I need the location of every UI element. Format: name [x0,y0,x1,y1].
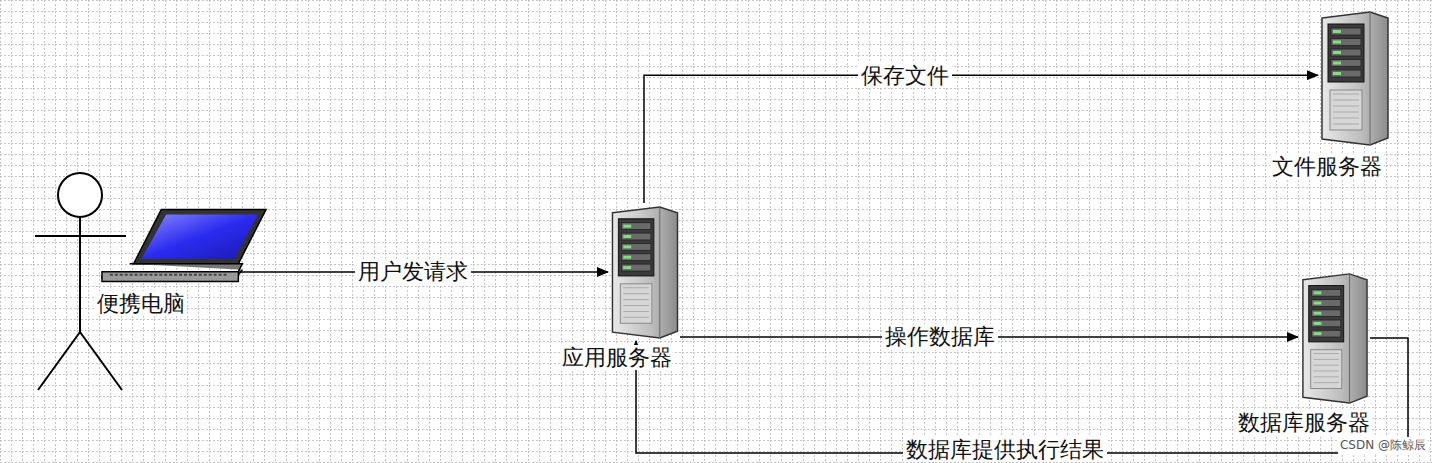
laptop-icon [100,205,268,287]
server-node: 文件服务器 [1266,8,1422,186]
laptop-node: 便携电脑 [95,203,275,323]
edge-label: 数据库提供执行结果 [903,437,1107,462]
node-label: 数据库服务器 [1236,410,1372,435]
server-icon [608,203,680,341]
node-label: 应用服务器 [560,345,674,370]
node-label: 文件服务器 [1270,154,1384,179]
flow-arrow [644,75,1318,203]
edge-label: 操作数据库 [882,324,998,349]
node-label: 便携电脑 [95,291,187,316]
edge-label: 保存文件 [858,63,952,88]
server-icon [1318,8,1390,148]
edge-label: 用户发请求 [355,259,471,284]
server-node: 应用服务器 [555,203,715,375]
server-node: 数据库服务器 [1234,270,1422,442]
server-icon [1298,270,1370,406]
watermark: CSDN @陈鲸辰 [1338,437,1428,454]
